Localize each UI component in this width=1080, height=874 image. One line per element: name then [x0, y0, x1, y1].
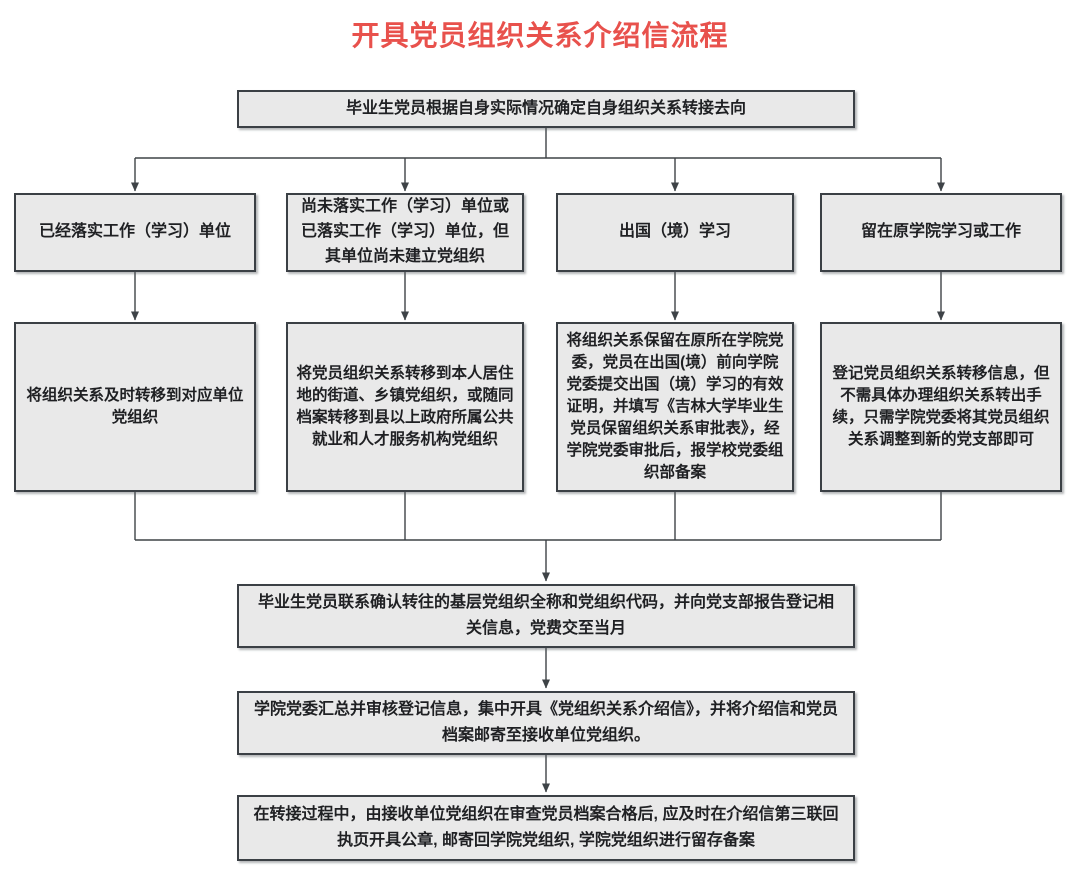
node-final-archive: 在转接过程中，由接收单位党组织在审查党员档案合格后, 应及时在介绍信第三联回执页…: [237, 795, 855, 861]
node-branch4-condition: 留在原学院学习或工作: [820, 193, 1062, 272]
node-branch2-condition: 尚未落实工作（学习）单位或已落实工作（学习）单位，但其单位尚未建立党组织: [286, 193, 524, 272]
node-issue-letter: 学院党委汇总并审核登记信息，集中开具《党组织关系介绍信》，并将介绍信和党员档案邮…: [237, 691, 855, 755]
node-branch2-action: 将党员组织关系转移到本人居住地的街道、乡镇党组织，或随同档案转移到县以上政府所属…: [286, 322, 524, 492]
flowchart-title: 开具党员组织关系介绍信流程: [351, 20, 729, 51]
node-confirm-registration: 毕业生党员联系确认转往的基层党组织全称和党组织代码，并向党支部报告登记相关信息，…: [237, 584, 855, 648]
node-branch3-condition: 出国（境）学习: [556, 193, 794, 272]
node-branch3-action: 将组织关系保留在原所在学院党委，党员在出国(境）前向学院党委提交出国（境）学习的…: [556, 322, 794, 492]
node-start: 毕业生党员根据自身实际情况确定自身组织关系转接去向: [237, 90, 855, 128]
node-branch1-condition: 已经落实工作（学习）单位: [14, 193, 256, 272]
node-branch1-action: 将组织关系及时转移到对应单位党组织: [14, 322, 256, 492]
node-branch4-action: 登记党员组织关系转移信息，但不需具体办理组织关系转出手续，只需学院党委将其党员组…: [820, 322, 1062, 492]
